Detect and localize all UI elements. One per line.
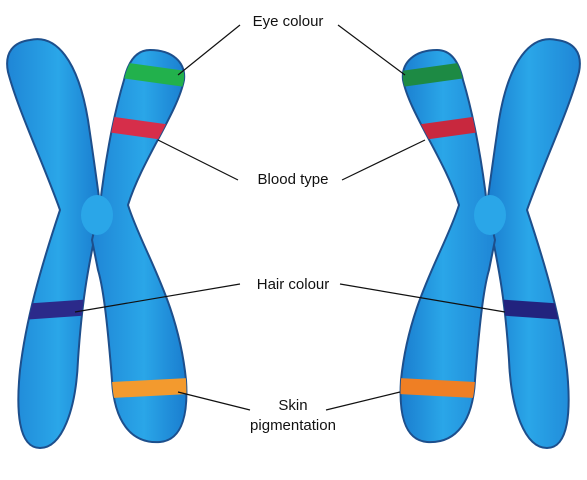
hair-colour-leader-left: [74, 283, 241, 313]
skin-pigmentation-label-line1: Skin: [278, 397, 308, 414]
skin-pigmentation-label-line2: pigmentation: [250, 417, 336, 434]
hair-colour-label: Hair colour: [256, 276, 330, 293]
skin-pigmentation-leader-right: [325, 391, 401, 411]
right-chromosome-left-chromatid: [399, 48, 497, 444]
eye-colour-leader-left: [177, 24, 241, 76]
skin-pigmentation-leader-left: [177, 391, 251, 411]
left-chromosome-left-chromatid: [6, 38, 102, 450]
blood-type-leader-left: [157, 139, 239, 181]
left-chromosome-right-chromatid: [90, 48, 188, 444]
eye-colour-label: Eye colour: [252, 13, 324, 30]
hair-colour-leader-right: [339, 283, 506, 313]
right-chromosome: [399, 38, 581, 450]
leader-lines: [74, 24, 506, 411]
eye-colour-leader-right: [337, 24, 406, 76]
left-centromere: [81, 195, 113, 235]
right-centromere: [474, 195, 506, 235]
right-skin-pigmentation-band: [400, 377, 488, 399]
left-skin-pigmentation-band: [99, 377, 187, 399]
left-chromosome: [6, 38, 188, 450]
blood-type-label: Blood type: [257, 171, 329, 188]
skin-pigmentation-label: Skin pigmentation: [228, 396, 358, 436]
right-chromosome-right-chromatid: [485, 38, 581, 450]
blood-type-leader-right: [341, 139, 426, 181]
